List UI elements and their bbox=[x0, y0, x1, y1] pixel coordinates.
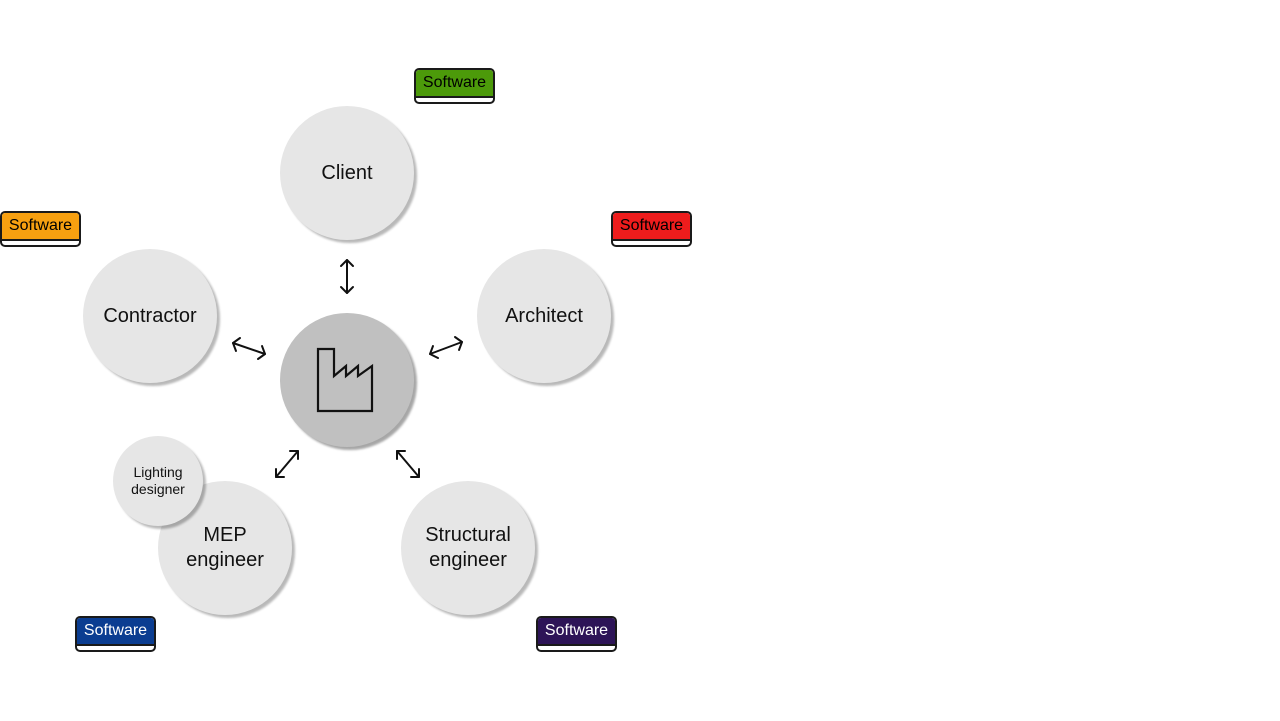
structural-software-label: Software bbox=[538, 618, 615, 646]
structural-engineer-node: Structural engineer bbox=[401, 481, 535, 615]
double-arrow-icon bbox=[429, 336, 463, 359]
double-arrow-icon bbox=[275, 450, 299, 478]
contractor-software-badge: Software bbox=[0, 211, 81, 247]
center-hub bbox=[280, 313, 414, 447]
structural-software-badge: Software bbox=[536, 616, 617, 652]
mep-software-label: Software bbox=[77, 618, 154, 646]
contractor-node: Contractor bbox=[83, 249, 217, 383]
architect-software-badge: Software bbox=[611, 211, 692, 247]
client-software-badge: Software bbox=[414, 68, 495, 104]
mep-software-badge: Software bbox=[75, 616, 156, 652]
client-software-label: Software bbox=[416, 70, 493, 98]
lighting-designer-node: Lighting designer bbox=[113, 436, 203, 526]
client-node: Client bbox=[280, 106, 414, 240]
contractor-software-label: Software bbox=[2, 213, 79, 241]
double-arrow-icon bbox=[232, 337, 266, 360]
double-arrow-icon bbox=[340, 259, 354, 294]
double-arrow-icon bbox=[396, 450, 420, 478]
architect-node: Architect bbox=[477, 249, 611, 383]
architect-software-label: Software bbox=[613, 213, 690, 241]
factory-icon bbox=[316, 347, 374, 413]
